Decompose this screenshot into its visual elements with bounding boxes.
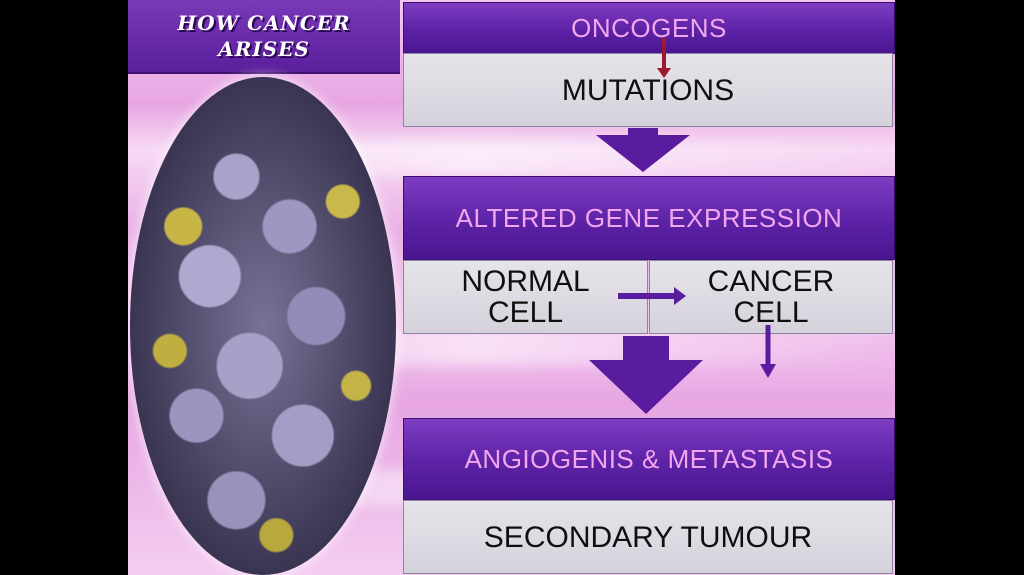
slide-title-box: HOW CANCER ARISES: [128, 0, 400, 74]
secondary-tumour-label: SECONDARY TUMOUR: [483, 520, 813, 554]
cancer-cell-label: CANCER CELL: [707, 265, 835, 329]
altered-gene-expression-header: ALTERED GENE EXPRESSION: [403, 176, 895, 260]
mutations-box: MUTATIONS: [403, 53, 893, 127]
flow-arrows: [589, 38, 776, 414]
angiogenesis-metastasis-label: ANGIOGENIS & METASTASIS: [464, 443, 834, 474]
right-arrow-head-icon: [674, 287, 686, 305]
oncogens-label: ONCOGENS: [571, 12, 727, 43]
down-arrow-1-icon: [596, 128, 690, 172]
cancer-cell-arrow-head-icon: [760, 364, 776, 378]
slide-title: HOW CANCER ARISES: [177, 11, 351, 61]
cancer-cell-box: CANCER CELL: [649, 260, 893, 334]
oncogens-header: ONCOGENS: [403, 2, 895, 54]
normal-cell-label: NORMAL CELL: [461, 265, 590, 329]
normal-cell-box: NORMAL CELL: [403, 260, 648, 334]
small-down-arrow-head-icon: [657, 68, 671, 78]
slide: HOW CANCER ARISES ONCOGENS MUTATIONS ALT…: [128, 0, 895, 575]
secondary-tumour-box: SECONDARY TUMOUR: [403, 500, 893, 574]
cancer-cells-image: [130, 77, 396, 575]
mutations-label: MUTATIONS: [561, 73, 735, 107]
down-arrow-2-icon: [589, 336, 703, 414]
angiogenesis-metastasis-header: ANGIOGENIS & METASTASIS: [403, 418, 895, 500]
altered-gene-expression-label: ALTERED GENE EXPRESSION: [455, 202, 843, 233]
